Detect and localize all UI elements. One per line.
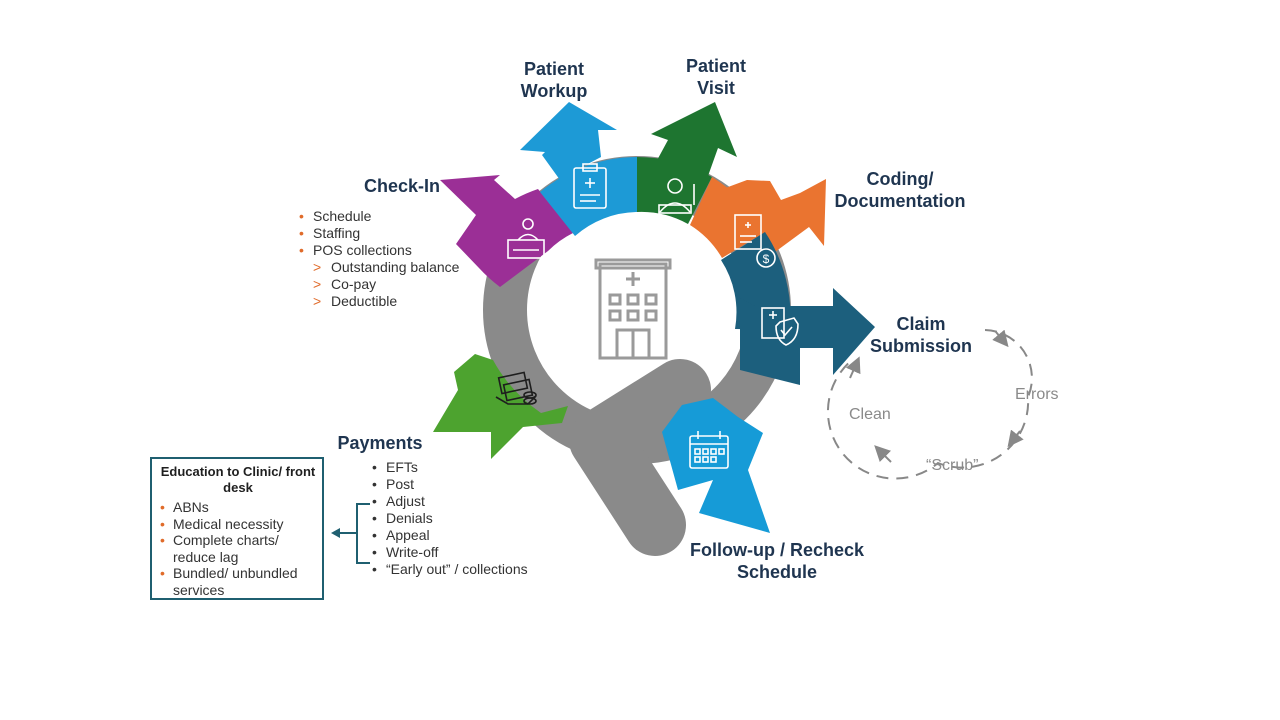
scrub-arrow-2	[1007, 429, 1024, 448]
segment-coding	[690, 177, 826, 258]
stage-label-checkin: Check-In	[363, 176, 441, 196]
stage-label-followup: Follow-up / Recheck Schedule	[689, 540, 865, 582]
clipboard-medical-icon	[573, 163, 607, 209]
svg-text:$: $	[763, 252, 770, 266]
checkin-subitem: Deductible	[299, 293, 459, 310]
checkin-item: Staffing	[299, 225, 459, 242]
scrub-arrow-1	[992, 329, 1009, 348]
medical-bill-icon: $	[734, 214, 776, 268]
return-arrow	[569, 359, 711, 556]
segment-claim	[721, 232, 791, 330]
education-item: Bundled/ unbundled services	[160, 565, 316, 598]
education-title: Education to Clinic/ front desk	[160, 464, 316, 495]
scrub-arrow-4	[845, 356, 861, 379]
segment-payments	[433, 354, 568, 459]
payments-item: Denials	[372, 510, 528, 527]
doctor-patient-icon	[658, 178, 695, 214]
payments-list: EFTs Post Adjust Denials Appeal Write-of…	[372, 459, 528, 578]
checkin-list: Schedule Staffing POS collections Outsta…	[299, 208, 459, 310]
checkin-item: POS collections	[299, 242, 459, 259]
education-item: Complete charts/ reduce lag	[160, 532, 316, 565]
stage-label-workup: Patient Workup	[520, 59, 588, 101]
education-list: ABNs Medical necessity Complete charts/ …	[160, 499, 316, 598]
hand-money-icon	[495, 371, 537, 405]
insurance-shield-icon	[761, 307, 799, 346]
payments-item: Appeal	[372, 527, 528, 544]
hospital-building-icon	[594, 258, 672, 360]
stage-label-claim: Claim Submission	[869, 314, 972, 356]
payments-item: Adjust	[372, 493, 528, 510]
education-box: Education to Clinic/ front desk ABNs Med…	[150, 457, 324, 600]
payments-item: “Early out” / collections	[372, 561, 528, 578]
education-item: Medical necessity	[160, 516, 316, 533]
stage-label-coding: Coding/ Documentation	[834, 169, 966, 211]
checkin-subitem: Co-pay	[299, 276, 459, 293]
calendar-icon	[689, 431, 729, 469]
education-connector-arrowhead	[331, 528, 340, 538]
stage-label-payments: Payments	[337, 433, 423, 453]
scrub-label-scrub: “Scrub”	[926, 457, 979, 474]
payments-item: EFTs	[372, 459, 528, 476]
reception-desk-icon	[507, 218, 545, 259]
stage-label-visit: Patient Visit	[685, 56, 746, 98]
scrub-label-clean: Clean	[849, 406, 891, 423]
payments-item: Post	[372, 476, 528, 493]
segment-followup	[662, 398, 770, 533]
segment-checkin	[440, 175, 573, 287]
payments-item: Write-off	[372, 544, 528, 561]
checkin-subitem: Outstanding balance	[299, 259, 459, 276]
segment-visit	[637, 102, 737, 224]
segment-workup	[520, 102, 637, 236]
scrub-label-errors: Errors	[1015, 386, 1059, 403]
scrub-arrow-3	[874, 445, 892, 463]
scrub-loop-path	[826, 329, 1033, 480]
education-item: ABNs	[160, 499, 316, 516]
checkin-item: Schedule	[299, 208, 459, 225]
